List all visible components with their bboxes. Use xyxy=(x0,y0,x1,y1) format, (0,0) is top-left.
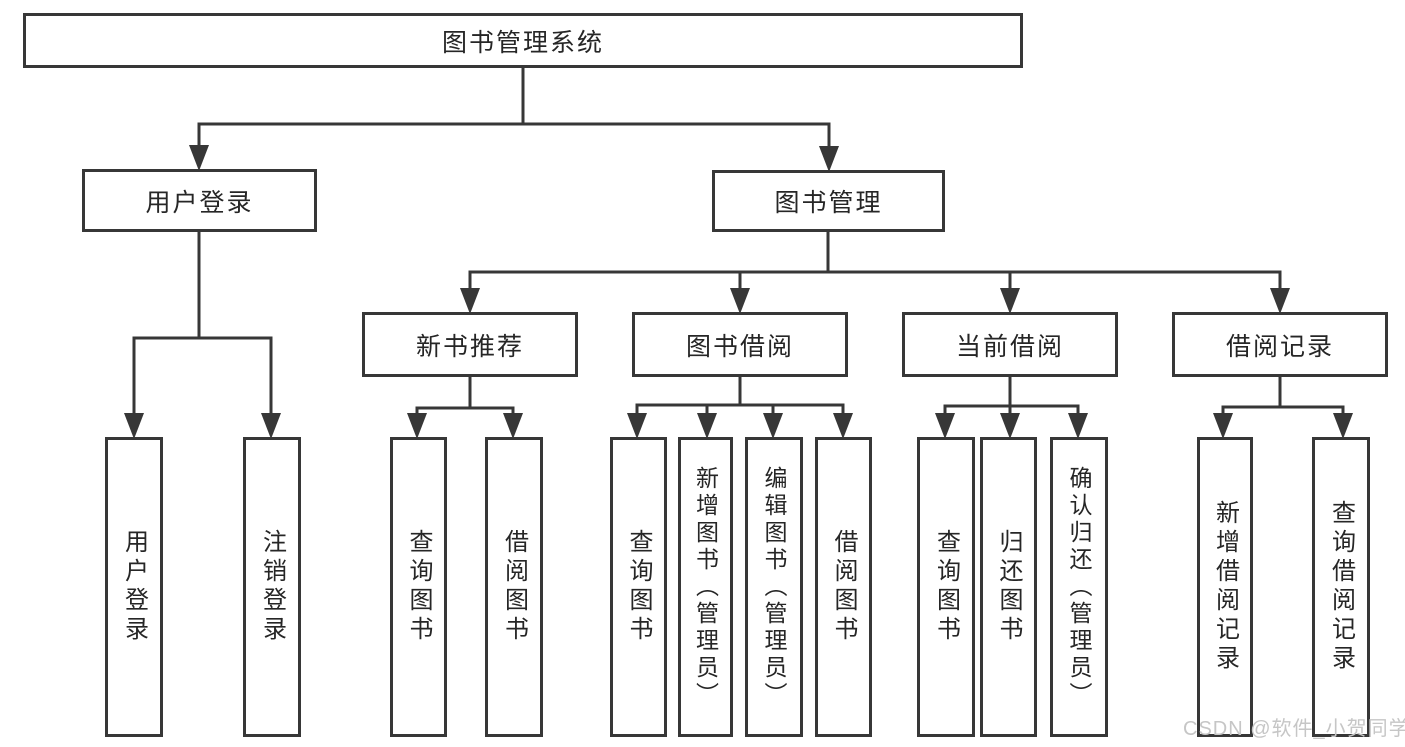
leaf-user-login: 用户登录 xyxy=(105,437,163,737)
leaf-query-borrow-record: 查询借阅记录 xyxy=(1312,437,1370,737)
csdn-watermark: CSDN @软件_小贺同学 xyxy=(1183,718,1405,740)
node-book-borrowing: 图书借阅 xyxy=(632,312,848,377)
node-current-borrowing: 当前借阅 xyxy=(902,312,1118,377)
leaf-borrow-books-borrowing: 借阅图书 xyxy=(815,437,872,737)
node-book-management: 图书管理 xyxy=(712,170,945,232)
leaf-borrow-books-recommend: 借阅图书 xyxy=(485,437,543,737)
leaf-add-books-admin: 新增图书（管理员） xyxy=(678,437,733,737)
leaf-query-books-borrowing: 查询图书 xyxy=(610,437,667,737)
leaf-confirm-return-admin: 确认归还（管理员） xyxy=(1050,437,1108,737)
leaf-query-books-current: 查询图书 xyxy=(917,437,975,737)
node-library-system: 图书管理系统 xyxy=(23,13,1023,68)
leaf-query-books-recommend: 查询图书 xyxy=(390,437,447,737)
node-borrowing-records: 借阅记录 xyxy=(1172,312,1388,377)
node-user-login: 用户登录 xyxy=(82,169,317,232)
leaf-return-books: 归还图书 xyxy=(980,437,1037,737)
leaf-add-borrow-record: 新增借阅记录 xyxy=(1197,437,1253,737)
leaf-logout: 注销登录 xyxy=(243,437,301,737)
node-new-book-recommend: 新书推荐 xyxy=(362,312,578,377)
leaf-edit-books-admin: 编辑图书（管理员） xyxy=(745,437,803,737)
